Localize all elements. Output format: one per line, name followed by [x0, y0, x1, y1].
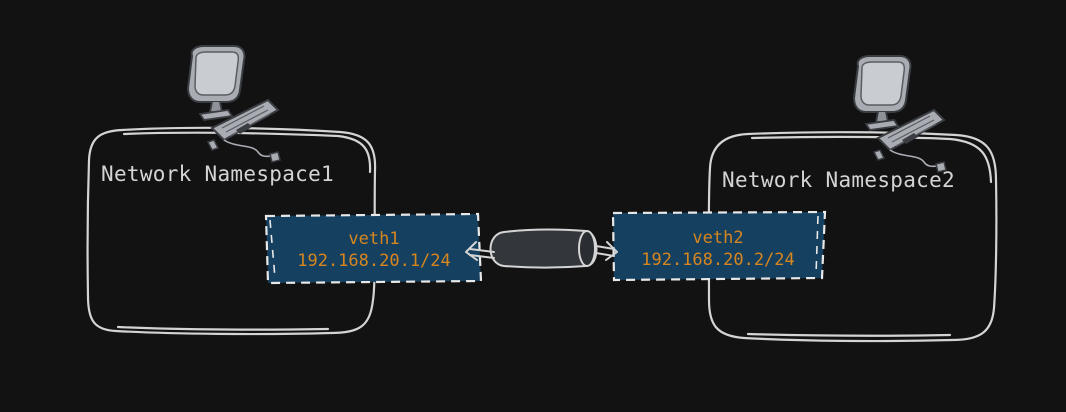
veth1-interface: veth1 192.168.20.1/24	[264, 212, 483, 285]
namespace-1-label: Network Namespace1	[101, 162, 334, 186]
namespace-2-container: Network Namespace2	[707, 131, 998, 343]
cable-icon	[465, 228, 618, 269]
computer-icon	[853, 55, 947, 173]
veth2-name: veth2	[692, 228, 743, 248]
namespace-1-box	[86, 126, 377, 336]
veth2-interface: veth2 192.168.20.2/24	[611, 210, 827, 282]
veth2-ip: 192.168.20.2/24	[641, 250, 795, 270]
veth1-ip: 192.168.20.1/24	[297, 251, 451, 271]
namespace-1-container: Network Namespace1	[86, 126, 377, 336]
computer-icon	[187, 45, 281, 163]
namespace-2-label: Network Namespace2	[722, 168, 955, 192]
veth1-name: veth1	[348, 229, 399, 249]
